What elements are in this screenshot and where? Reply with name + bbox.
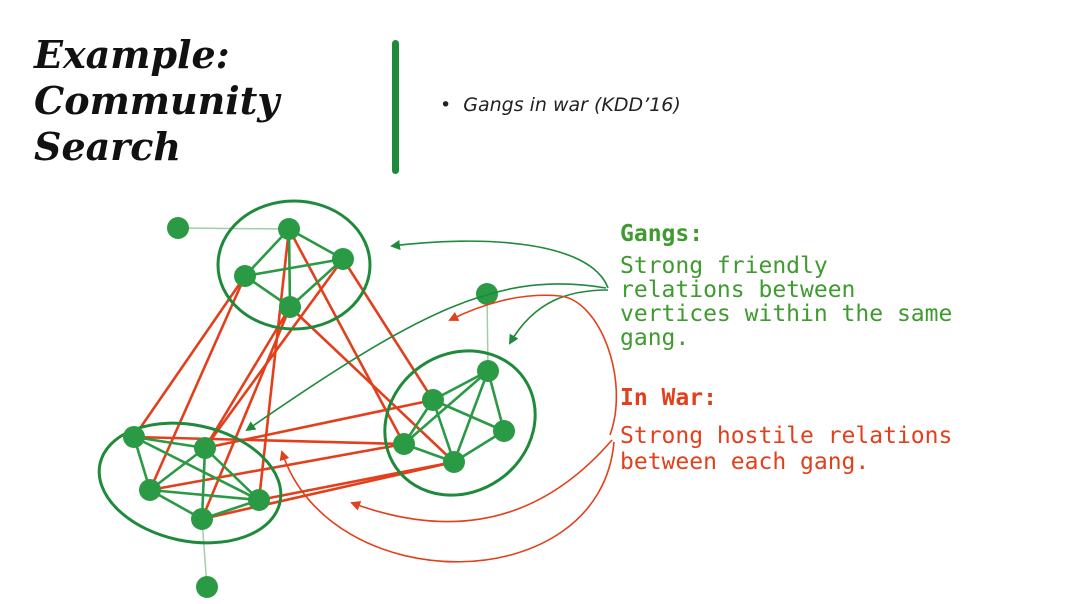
war-line-2: between each gang.	[620, 449, 870, 475]
hostile-edge	[201, 460, 455, 521]
war-arrow-right	[350, 439, 613, 523]
friendly-edge	[133, 435, 206, 450]
graph-node	[196, 576, 218, 598]
gang-arrow-top	[390, 240, 609, 289]
gangs-heading: Gangs:	[620, 221, 704, 247]
friendly-edge	[289, 258, 344, 308]
graph-node	[477, 360, 499, 382]
gangs-line-3: vertices within the same	[620, 301, 953, 327]
title-line-1: Example:	[34, 32, 230, 77]
gang-arrow-right	[508, 289, 609, 345]
graph-node	[191, 508, 213, 530]
friendly-edge	[149, 488, 260, 502]
graph-node	[278, 218, 300, 240]
gangs-line-2: relations between	[620, 277, 856, 303]
gang-ring-right	[383, 349, 537, 497]
title-line-3: Search	[34, 124, 182, 169]
hostile-edge	[289, 306, 455, 463]
war-arrow-top	[448, 294, 618, 436]
title-divider	[392, 40, 399, 174]
hostile-edge	[148, 275, 247, 491]
friendly-edge	[204, 447, 260, 501]
friendly-edge	[149, 446, 206, 492]
slide-title: Example: Community Search	[34, 32, 279, 170]
pendant-edge	[486, 293, 489, 372]
gangs-line-4: gang.	[620, 325, 690, 351]
hostile-edge	[133, 435, 405, 446]
bullet-item: • Gangs in war (KDD’16)	[440, 94, 681, 116]
graph-node	[139, 479, 161, 501]
pendant-edge	[201, 518, 208, 588]
hostile-edge	[132, 275, 247, 438]
friendly-edge	[403, 370, 489, 445]
hostile-edge	[149, 442, 405, 492]
friendly-edge	[244, 257, 344, 278]
hostile-edge	[257, 228, 291, 501]
graph-node	[493, 420, 515, 442]
graph-node	[123, 426, 145, 448]
gang-arrow-left	[245, 283, 607, 432]
bullet-text: Gangs in war (KDD’16)	[463, 94, 681, 116]
title-line-2: Community	[34, 78, 280, 123]
graph-node	[393, 433, 415, 455]
gangs-line-1: Strong friendly	[620, 253, 828, 279]
graph-node	[279, 296, 301, 318]
pendant-edge	[177, 227, 290, 230]
gang-ring-top	[216, 199, 372, 331]
gang-ring-left	[97, 421, 283, 545]
hostile-edge	[203, 306, 292, 449]
graph-node	[234, 265, 256, 287]
friendly-edge	[200, 447, 207, 520]
friendly-edge	[432, 398, 505, 433]
graph-node	[422, 389, 444, 411]
hostile-edge	[203, 258, 345, 449]
bullet-marker: •	[440, 94, 452, 116]
graph-node	[248, 489, 270, 511]
war-line-1: Strong hostile relations	[620, 423, 953, 449]
graph-node	[167, 217, 189, 239]
war-heading: In War:	[620, 385, 717, 411]
war-arrow-left	[279, 441, 615, 563]
graph-node	[332, 248, 354, 270]
friendly-edge	[133, 435, 260, 502]
hostile-edge	[341, 258, 435, 401]
graph-node	[443, 451, 465, 473]
graph-node	[194, 437, 216, 459]
